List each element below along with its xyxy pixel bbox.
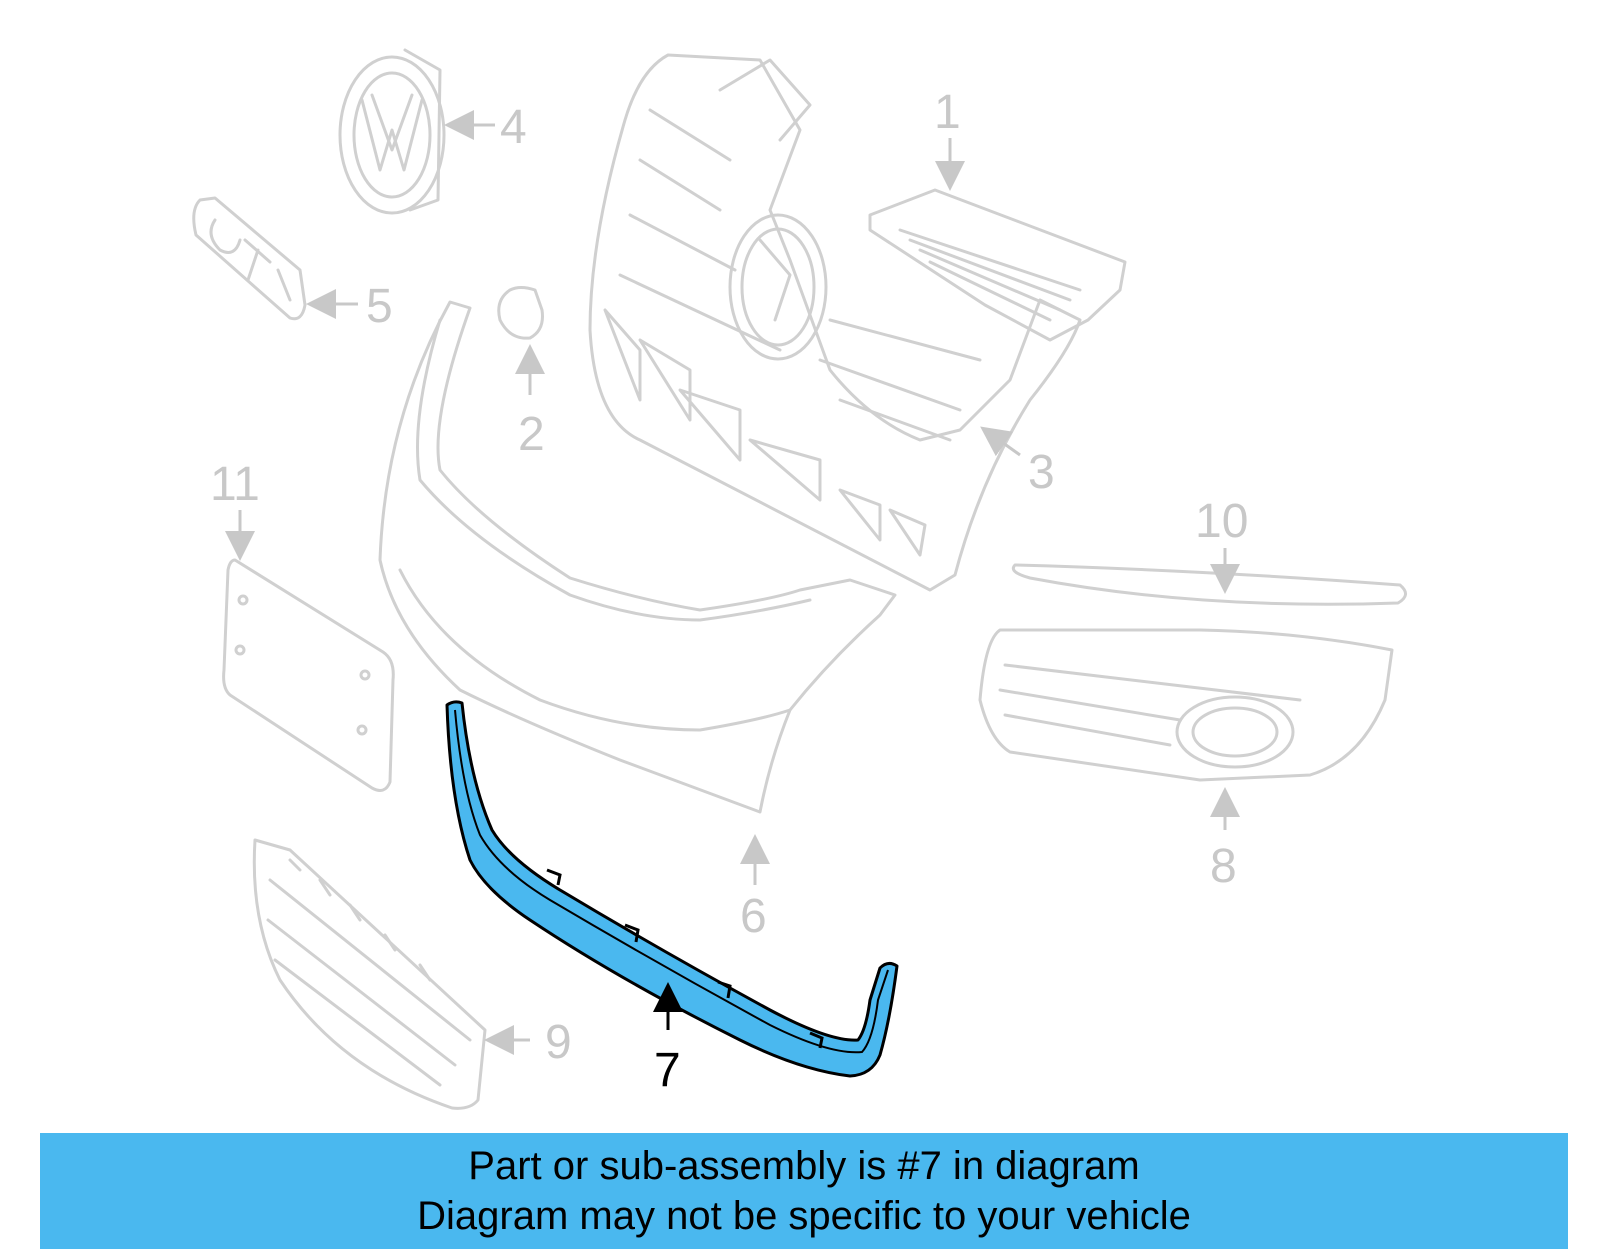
banner-line-2: Diagram may not be specific to your vehi… xyxy=(417,1194,1191,1238)
part-4-emblem xyxy=(338,48,446,215)
part-5-gti-badge xyxy=(192,196,307,321)
part-11-plate-bracket xyxy=(222,558,395,792)
part-2-clip xyxy=(497,286,544,340)
part-7-lower-molding xyxy=(445,700,899,1078)
part-9-lower-grille xyxy=(252,838,487,1110)
part-10-trim-strip xyxy=(1011,563,1407,606)
callout-3: 3 xyxy=(1028,446,1055,499)
part-6-bumper-cover xyxy=(378,300,897,814)
callout-4: 4 xyxy=(500,101,527,154)
callout-10: 10 xyxy=(1195,495,1248,548)
callout-8: 8 xyxy=(1210,840,1237,893)
callout-7: 7 xyxy=(654,1044,681,1097)
part-3-upper-grille xyxy=(588,53,1082,592)
callout-11: 11 xyxy=(210,458,260,511)
callout-6: 6 xyxy=(740,890,767,943)
callout-1: 1 xyxy=(934,86,961,139)
banner-line-1: Part or sub-assembly is #7 in diagram xyxy=(468,1144,1140,1188)
part-1-bracket xyxy=(868,188,1127,342)
callout-2: 2 xyxy=(518,408,545,461)
callout-5: 5 xyxy=(366,280,393,333)
part-8-fog-grille xyxy=(978,628,1394,782)
leader-3 xyxy=(980,426,1021,457)
info-banner: Part or sub-assembly is #7 in diagram Di… xyxy=(40,1133,1568,1249)
callout-9: 9 xyxy=(545,1016,572,1069)
